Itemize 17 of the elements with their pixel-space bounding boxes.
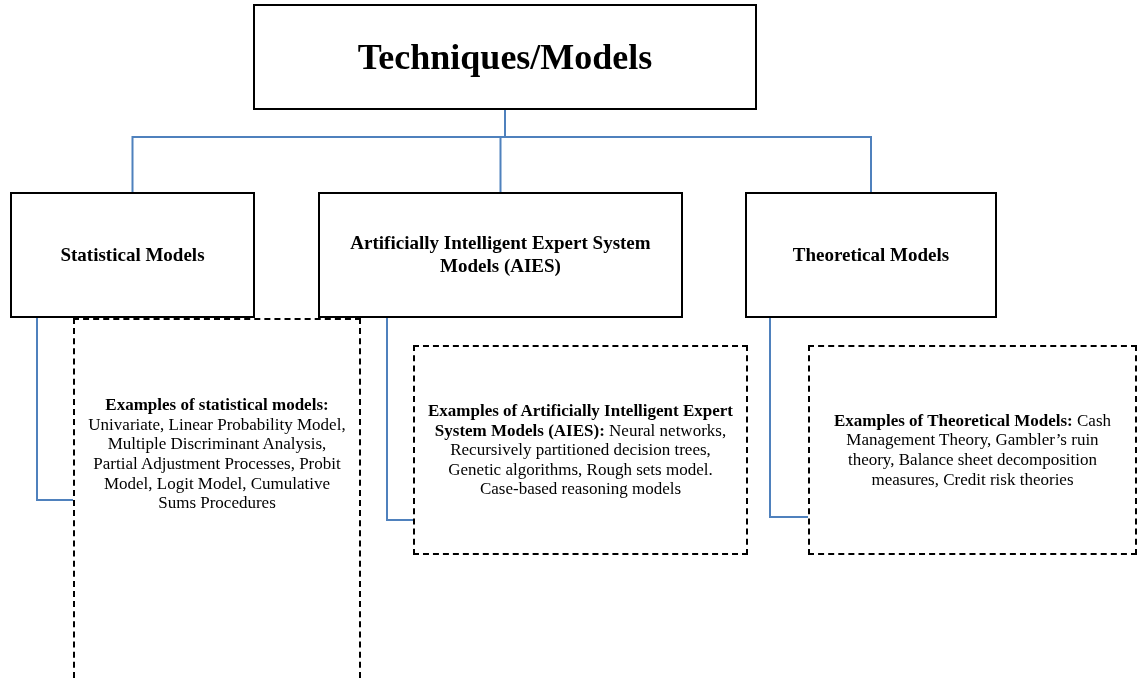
heading-text: Theoretical Models [792,243,950,267]
heading-text: Techniques/Models [357,36,653,79]
description-text: Examples of Artificially Intelligent Expert System Models (AIES): Neural networks, Recursively partitioned decision trees, Genetic algorithms, Rough sets model. Case-based reasoning models [427,401,734,499]
examples-box [808,345,1137,555]
title-box [253,4,757,110]
connector-line [769,317,809,518]
connector-line [36,317,74,501]
connector-line [386,317,414,521]
examples-box [413,345,748,555]
heading-text: Artificially Intelligent Expert System Models (AIES) [349,232,652,278]
category-box [318,192,683,318]
category-box [745,192,997,318]
description-text: Examples of Theoretical Models: Cash Management Theory, Gambler’s ruin theory, Balance sheet decomposition measures, Credit risk theories [833,410,1112,490]
description-text: Examples of statistical models: Univariate, Linear Probability Model, Multiple Discriminant Analysis, Partial Adjustment Processes, Probit Model, Logit Model, Cumulative Sums Procedures [87,395,347,513]
category-box [10,192,255,318]
heading-text: Statistical Models [60,243,205,267]
examples-box [73,318,361,681]
